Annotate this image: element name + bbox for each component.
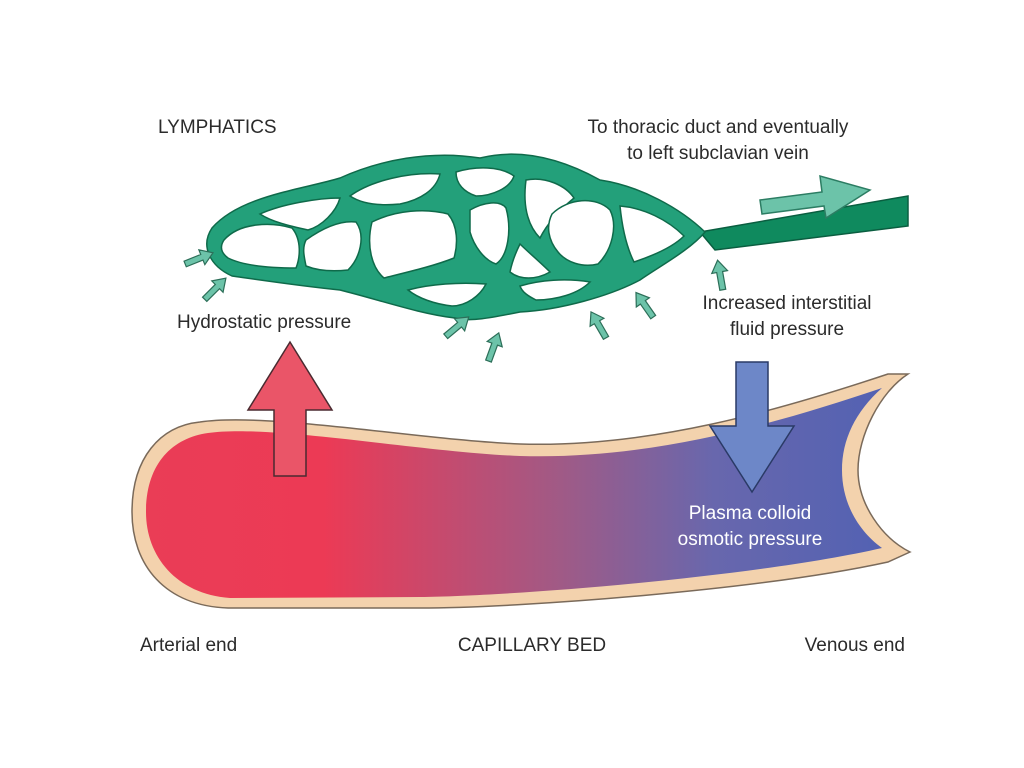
interstitial-pressure-label-line2: fluid pressure (730, 319, 844, 340)
inflow-arrow (589, 310, 610, 341)
inflow-arrow (201, 277, 227, 303)
lymph-gap (469, 202, 510, 265)
thoracic-duct-label-line2: to left subclavian vein (627, 143, 809, 164)
lymph-gap (619, 205, 686, 263)
inflow-arrow (183, 249, 214, 268)
inflow-arrow (484, 331, 504, 363)
lymph-gap (348, 172, 441, 206)
lymph-gap (547, 199, 615, 266)
lymph-gap (406, 282, 488, 307)
lymph-gap (519, 279, 592, 301)
lymph-gap (455, 167, 515, 197)
outflow-arrow (759, 174, 872, 220)
lymph-gap (368, 209, 458, 279)
osmotic-pressure-arrow (708, 361, 796, 494)
inflow-arrow (442, 316, 470, 340)
plasma-colloid-label-line2: osmotic pressure (678, 529, 823, 550)
lymph-gap (258, 197, 341, 231)
capillary-bed-label: CAPILLARY BED (458, 635, 606, 656)
venous-end-label: Venous end (805, 635, 905, 656)
hydrostatic-pressure-arrow (246, 340, 334, 477)
inflow-arrow (635, 291, 657, 320)
hydrostatic-pressure-label: Hydrostatic pressure (177, 312, 351, 333)
interstitial-inflow-arrows (183, 249, 729, 363)
lymph-gap (302, 221, 362, 272)
lymphatic-network (206, 153, 909, 321)
plasma-colloid-label-line1: Plasma colloid (689, 503, 812, 524)
lymph-gap (220, 223, 300, 269)
lymph-gap (509, 242, 552, 279)
vessel-blood-flow (146, 388, 882, 598)
interstitial-pressure-label-line1: Increased interstitial (703, 293, 872, 314)
thoracic-duct-label-line1: To thoracic duct and eventually (588, 117, 849, 138)
lymphatics-label: LYMPHATICS (158, 117, 277, 138)
inflow-arrow (710, 259, 729, 291)
arterial-end-label: Arterial end (140, 635, 237, 656)
